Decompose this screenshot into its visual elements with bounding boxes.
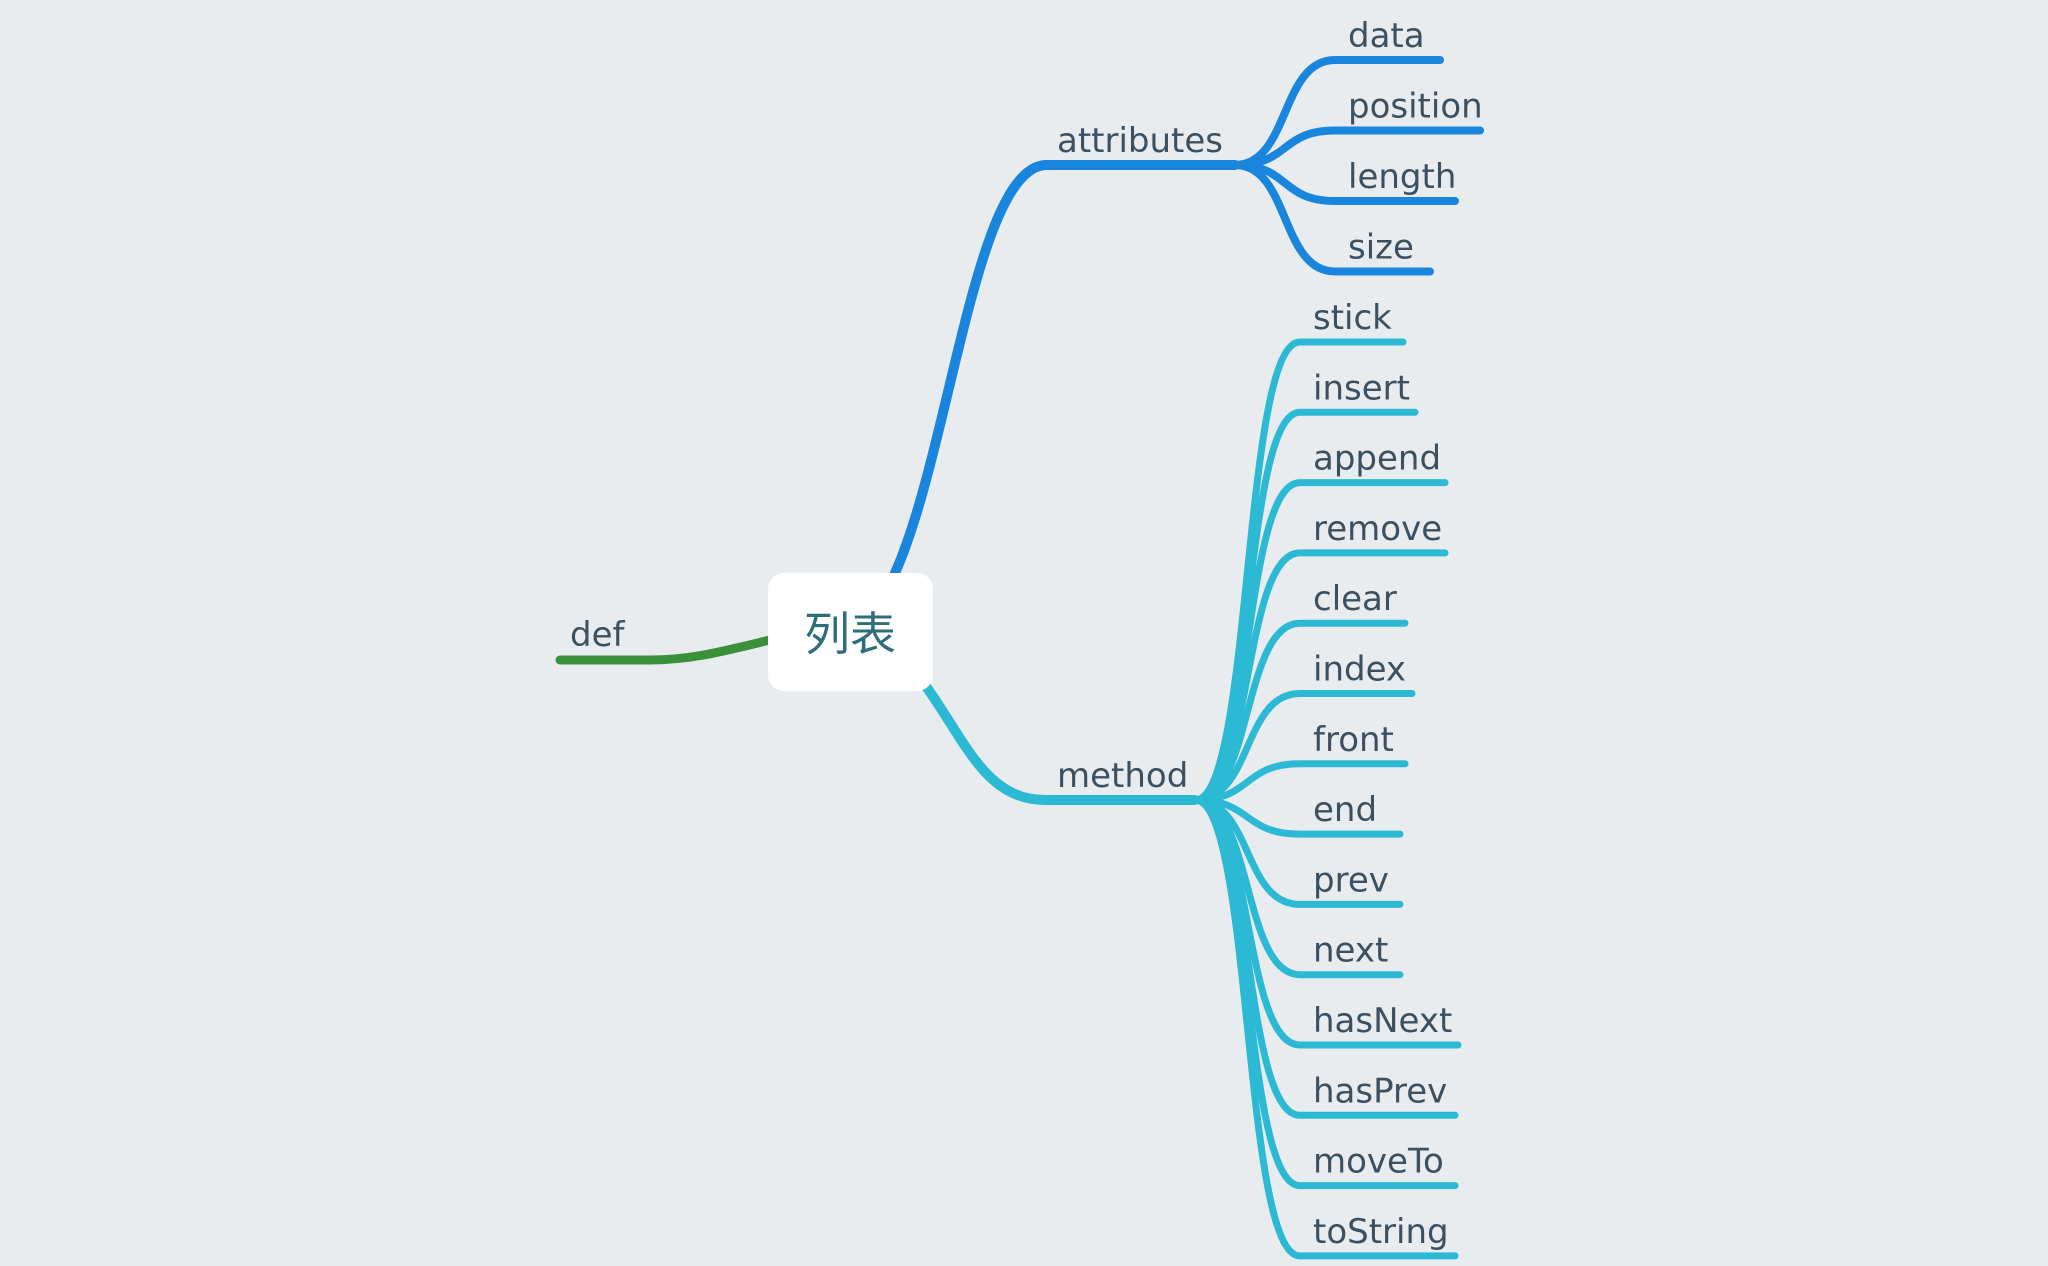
method-next-label[interactable]: next — [1313, 931, 1388, 971]
attributes-connector — [890, 160, 1240, 578]
method-connector — [920, 680, 1200, 805]
attribute-size-label[interactable]: size — [1348, 228, 1414, 268]
method-remove-label[interactable]: remove — [1313, 509, 1442, 549]
attribute-position-label[interactable]: position — [1348, 87, 1483, 127]
root-node[interactable]: 列表 — [768, 573, 933, 691]
method-index-label[interactable]: index — [1313, 650, 1406, 690]
method-tostring-label[interactable]: toString — [1313, 1212, 1449, 1252]
method-prev-label[interactable]: prev — [1313, 860, 1389, 900]
method-insert-label[interactable]: insert — [1313, 368, 1410, 408]
method-clear-label[interactable]: clear — [1313, 579, 1397, 619]
method-hasnext-label[interactable]: hasNext — [1313, 1001, 1452, 1041]
method-end-label[interactable]: end — [1313, 790, 1377, 830]
method-stick-label[interactable]: stick — [1313, 298, 1392, 338]
root-label: 列表 — [804, 607, 896, 661]
method-front-label[interactable]: front — [1313, 720, 1394, 760]
method-children: stick insert append remove clear index front en… — [1191, 298, 1462, 1260]
method-moveto-label[interactable]: moveTo — [1313, 1142, 1444, 1182]
attributes-children: data position length size — [1231, 16, 1484, 276]
method-tostring-connector — [1191, 796, 1459, 1260]
method-label[interactable]: method — [1057, 756, 1188, 796]
attributes-label[interactable]: attributes — [1057, 121, 1223, 161]
def-label[interactable]: def — [570, 615, 626, 655]
method-append-label[interactable]: append — [1313, 439, 1441, 479]
attribute-length-label[interactable]: length — [1348, 157, 1456, 197]
root-box — [768, 573, 933, 691]
method-hasprev-label[interactable]: hasPrev — [1313, 1071, 1447, 1111]
attribute-size-connector — [1231, 161, 1434, 276]
attribute-data-label[interactable]: data — [1348, 16, 1425, 56]
def-connector — [555, 635, 775, 665]
